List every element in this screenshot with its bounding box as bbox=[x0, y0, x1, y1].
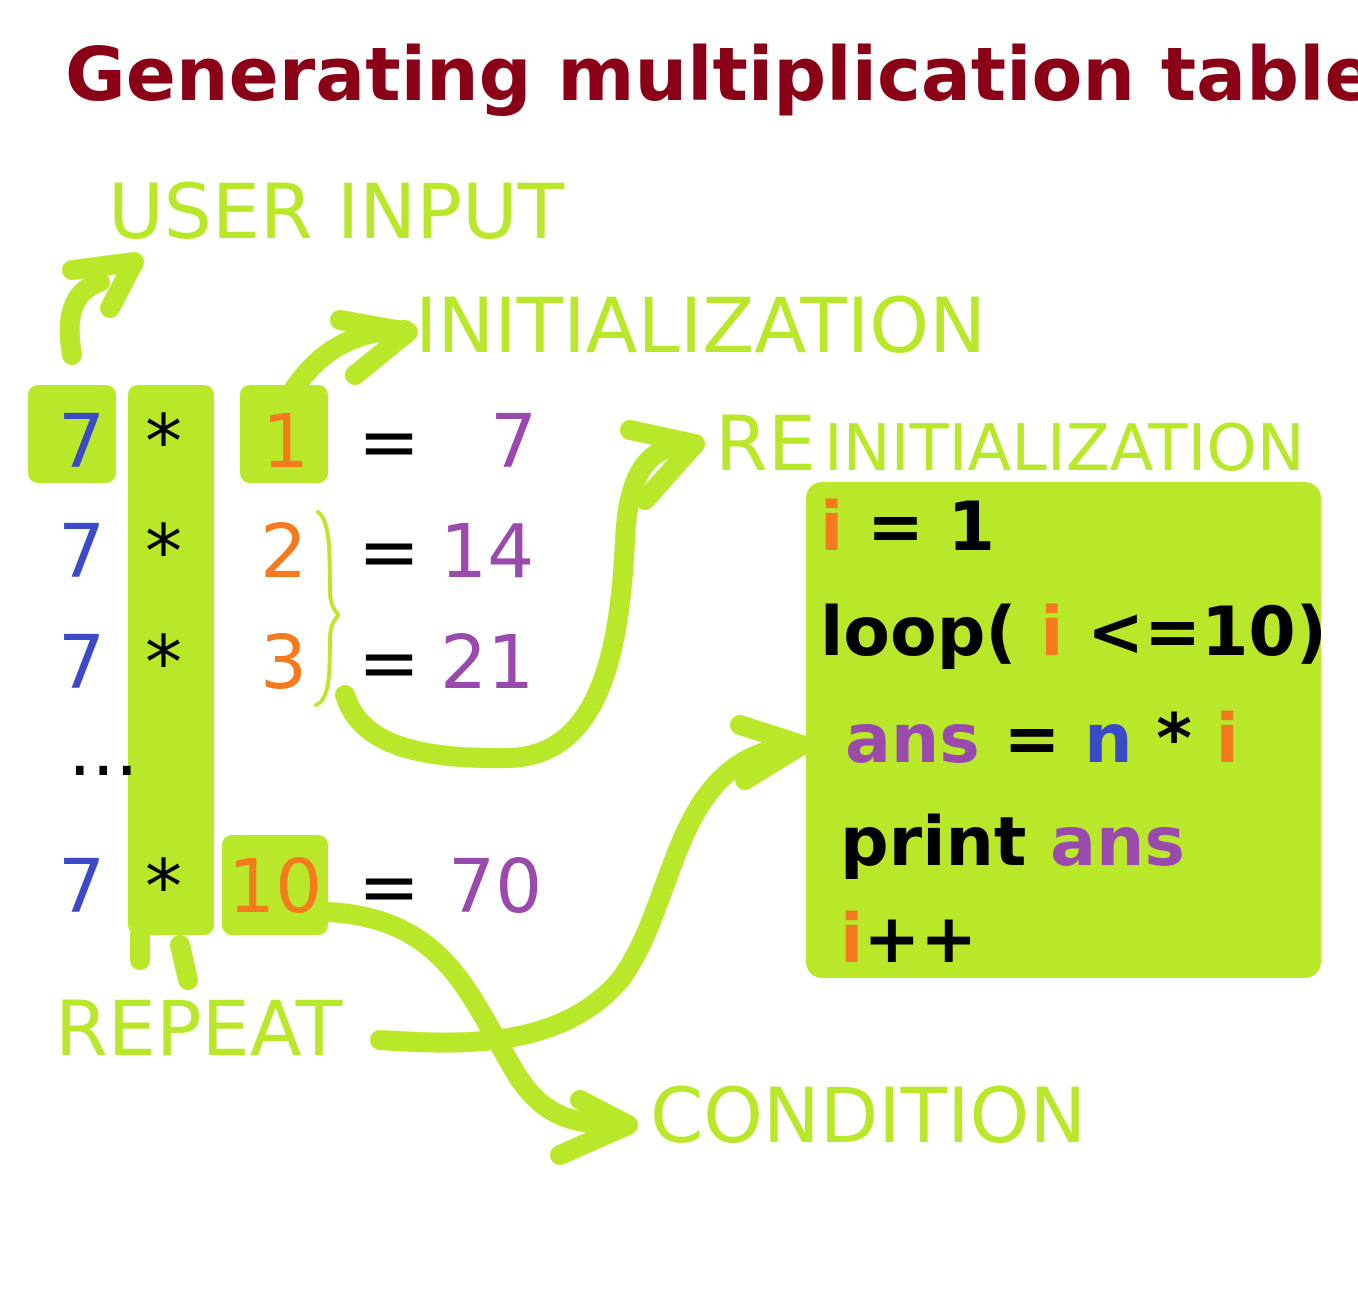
user-input-highlight bbox=[28, 385, 116, 483]
equals-sign: = bbox=[358, 399, 420, 485]
multiplicand: 7 bbox=[58, 399, 105, 485]
initial-value-highlight bbox=[240, 385, 328, 483]
code-line-print: print ans bbox=[840, 803, 1185, 882]
table-row: 7 * 1 = 7 bbox=[58, 399, 537, 485]
ellipsis: ... bbox=[68, 707, 139, 793]
multiplier: 2 bbox=[260, 509, 307, 595]
code-line-loop: loop( i <=10) bbox=[820, 593, 1327, 672]
multiplier: 1 bbox=[262, 399, 309, 485]
arrow-to-repeat-right bbox=[170, 935, 198, 990]
operator: * bbox=[145, 844, 182, 930]
product: 70 bbox=[448, 844, 542, 930]
operator: * bbox=[145, 509, 182, 595]
arrow-to-reinitialization bbox=[335, 435, 700, 769]
equals-sign: = bbox=[358, 509, 420, 595]
multiplicand: 7 bbox=[58, 844, 105, 930]
equals-sign: = bbox=[358, 620, 420, 706]
table-row: 7 * 2 = 14 bbox=[58, 509, 534, 595]
arrow-to-code-box bbox=[370, 735, 810, 1053]
code-box bbox=[806, 482, 1321, 978]
product: 7 bbox=[490, 399, 537, 485]
equals-sign: = bbox=[358, 844, 420, 930]
arrow-head-condition bbox=[550, 1090, 638, 1165]
arrow-to-user-input bbox=[59, 272, 110, 365]
multiplicand: 7 bbox=[58, 620, 105, 706]
code-line-increment: i++ bbox=[840, 900, 977, 979]
condition-label: CONDITION bbox=[650, 1071, 1086, 1160]
code-line-init: i = 1 bbox=[820, 488, 995, 567]
arrow-head-initialization bbox=[330, 310, 418, 385]
multiplier: 10 bbox=[228, 844, 322, 930]
arrow-head-reinitialization bbox=[620, 420, 705, 510]
multiplicand: 7 bbox=[58, 509, 105, 595]
product: 21 bbox=[440, 620, 534, 706]
arrow-head-code-box bbox=[730, 715, 812, 790]
initialization-label: INITIALIZATION bbox=[415, 281, 986, 370]
table-row: 7 * 3 = 21 bbox=[58, 620, 534, 706]
multiplier: 3 bbox=[260, 620, 307, 706]
operator: * bbox=[145, 399, 182, 485]
arrow-head-user-input bbox=[62, 252, 144, 318]
page-title: Generating multiplication table bbox=[65, 32, 1358, 118]
table-row: 7 * 10 = 70 bbox=[58, 844, 542, 930]
code-line-compute: ans = n * i bbox=[845, 700, 1239, 779]
user-input-label: USER INPUT bbox=[108, 167, 565, 256]
bracket bbox=[314, 510, 341, 707]
arrow-to-condition bbox=[320, 902, 635, 1135]
product: 14 bbox=[440, 509, 534, 595]
final-value-highlight bbox=[222, 835, 328, 935]
operator: * bbox=[145, 620, 182, 706]
repeat-label: REPEAT bbox=[55, 984, 343, 1073]
operator-column-highlight bbox=[128, 385, 214, 935]
